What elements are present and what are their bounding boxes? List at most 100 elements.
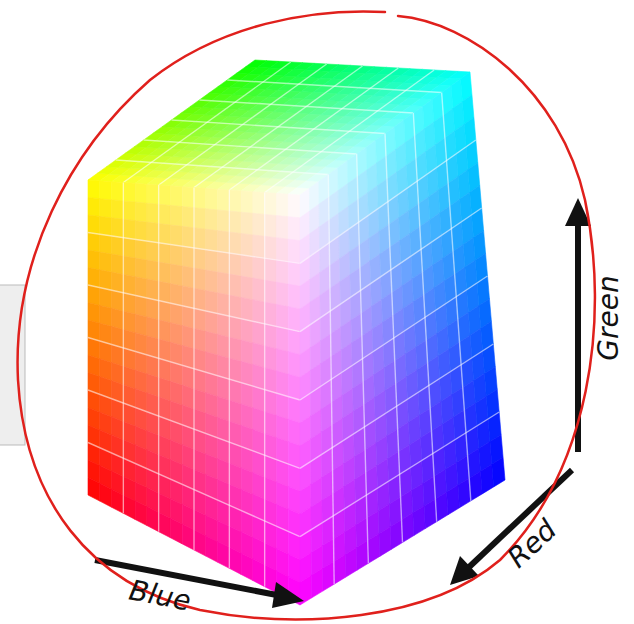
color-cell: [135, 202, 147, 222]
color-cell: [206, 536, 218, 563]
color-cell: [112, 290, 124, 311]
color-cell: [288, 397, 300, 423]
color-cell: [276, 371, 288, 397]
color-cell: [147, 222, 159, 243]
grid-line: [413, 113, 436, 522]
grid-line: [300, 412, 499, 537]
color-cell: [182, 226, 194, 248]
color-cell: [288, 239, 300, 263]
color-cell: [123, 293, 135, 314]
color-cell: [170, 284, 182, 306]
color-cell: [241, 361, 253, 386]
color-cell: [112, 308, 124, 329]
color-cell: [194, 530, 206, 556]
axis-label: Blue: [127, 576, 193, 615]
color-cell: [170, 205, 182, 226]
color-cell: [253, 408, 265, 434]
color-cell: [182, 286, 194, 308]
color-cell: [265, 565, 277, 593]
color-cell: [147, 203, 159, 223]
color-cell: [368, 534, 380, 564]
color-cell: [435, 492, 448, 522]
cube-grid: [300, 93, 499, 585]
color-cell: [276, 326, 288, 351]
color-cell: [229, 253, 241, 276]
color-cell: [229, 211, 241, 233]
color-cell: [276, 193, 288, 216]
color-cell: [206, 250, 218, 272]
hand-drawn-circle: [18, 11, 595, 619]
color-cell: [112, 182, 124, 201]
color-cell: [253, 365, 265, 390]
color-cell: [123, 201, 135, 221]
color-cell: [447, 485, 460, 515]
color-cell: [218, 293, 230, 316]
color-cell: [147, 507, 159, 532]
color-cell: [88, 303, 100, 324]
color-cell: [288, 374, 300, 400]
color-cell: [206, 229, 218, 251]
color-cell: [100, 270, 112, 290]
color-cell: [100, 216, 112, 236]
color-cell: [276, 216, 288, 240]
color-cell: [253, 343, 265, 368]
color-cell: [218, 541, 230, 568]
color-cell: [159, 301, 171, 323]
color-cell: [206, 270, 218, 293]
color-cell: [265, 411, 277, 437]
color-cell: [194, 248, 206, 270]
color-cell: [276, 304, 288, 329]
color-cell: [182, 306, 194, 329]
color-cell: [253, 300, 265, 324]
color-cell: [276, 349, 288, 374]
color-cell: [276, 238, 288, 262]
color-cell: [135, 239, 147, 260]
color-cell: [241, 297, 253, 321]
color-cell: [159, 204, 171, 225]
grid-line: [229, 190, 230, 568]
color-cell: [88, 198, 100, 217]
color-cell: [159, 185, 171, 205]
color-cell: [147, 241, 159, 262]
color-cell: [311, 568, 322, 598]
cube-grid: [88, 183, 300, 587]
red-arrow-head: [450, 556, 479, 585]
color-cell: [218, 251, 230, 274]
color-cell: [147, 317, 159, 339]
color-cell: [88, 268, 100, 288]
color-cell: [424, 499, 437, 529]
color-cell: [229, 274, 241, 297]
color-cell: [218, 334, 230, 358]
color-cell: [170, 225, 182, 246]
color-cell: [253, 278, 265, 302]
color-cell: [100, 483, 112, 507]
color-cell: [100, 288, 112, 309]
color-cell: [88, 233, 100, 253]
color-cell: [206, 188, 218, 210]
cube-face: [88, 60, 470, 195]
blue-arrow-head: [272, 582, 304, 608]
color-cell: [229, 337, 241, 361]
color-cell: [413, 506, 425, 536]
cube-face: [300, 72, 505, 605]
color-cell: [241, 404, 253, 429]
color-cell: [206, 311, 218, 334]
color-cell: [194, 188, 206, 209]
color-cell: [182, 246, 194, 268]
color-cell: [100, 181, 112, 200]
color-cell: [135, 183, 147, 203]
color-cell: [229, 295, 241, 319]
color-cell: [265, 302, 277, 326]
color-cell: [288, 262, 300, 286]
color-cell: [253, 235, 265, 258]
grid-line: [265, 70, 435, 193]
color-cell: [218, 210, 230, 232]
color-cell: [229, 316, 241, 340]
color-cell: [123, 256, 135, 277]
color-cell: [241, 233, 253, 256]
color-cell: [159, 512, 171, 537]
color-cell: [100, 199, 112, 218]
color-cell: [182, 207, 194, 228]
color-cell: [288, 284, 300, 309]
color-cell: [88, 180, 100, 199]
